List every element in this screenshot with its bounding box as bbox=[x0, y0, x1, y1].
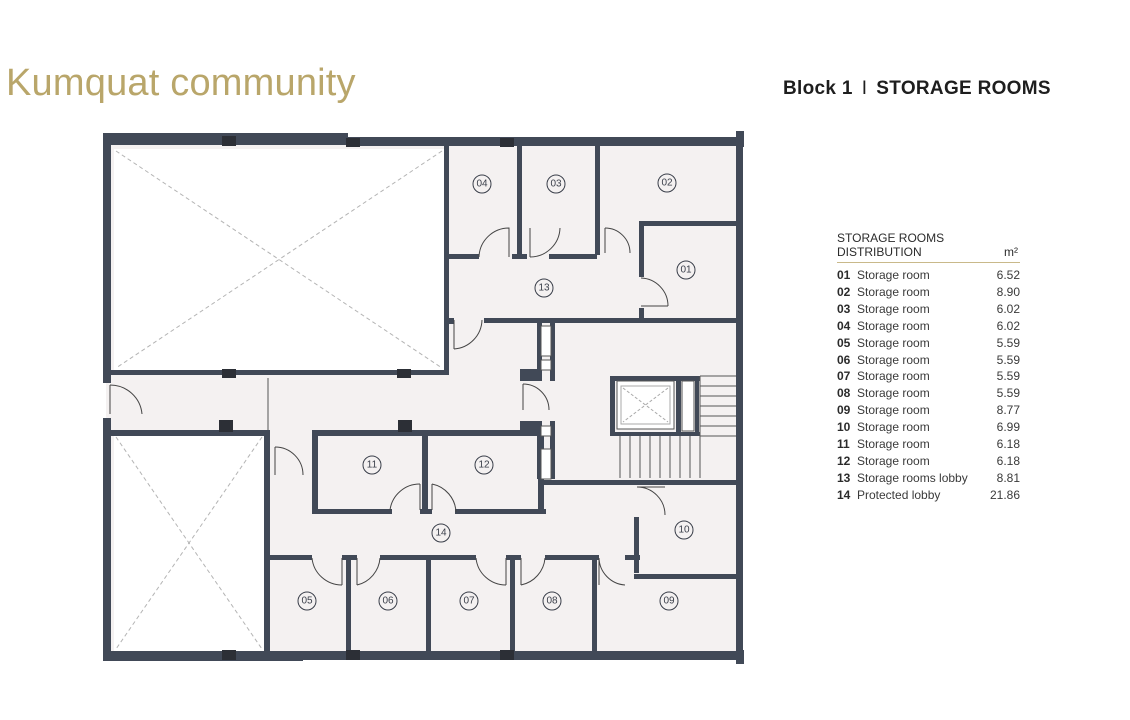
room-label-05: 05 bbox=[301, 596, 313, 607]
stairs bbox=[619, 375, 736, 478]
thin-lines bbox=[267, 325, 695, 480]
row-area: 5.59 bbox=[996, 352, 1020, 367]
legend-heading: STORAGE ROOMS DISTRIBUTION bbox=[837, 231, 944, 259]
row-name: Storage room bbox=[857, 386, 930, 401]
row-number: 06 bbox=[837, 352, 851, 367]
legend-row: 02 Storage room 8.90 bbox=[837, 284, 1020, 301]
row-area: 21.86 bbox=[989, 487, 1020, 502]
row-number: 07 bbox=[837, 369, 851, 384]
legend-row: 03 Storage room 6.02 bbox=[837, 301, 1020, 318]
row-area: 5.59 bbox=[996, 335, 1020, 350]
row-area: 5.59 bbox=[996, 369, 1020, 384]
walls bbox=[103, 131, 744, 664]
title-separator: I bbox=[861, 78, 868, 99]
row-number: 04 bbox=[837, 318, 851, 333]
row-number: 12 bbox=[837, 453, 851, 468]
project-title: Kumquat community bbox=[6, 62, 356, 104]
row-number: 13 bbox=[837, 470, 851, 485]
room-label-02: 02 bbox=[661, 178, 673, 189]
row-area: 6.52 bbox=[996, 268, 1020, 282]
row-name: Storage room bbox=[857, 453, 930, 468]
room-label-14: 14 bbox=[435, 528, 447, 539]
row-area: 8.90 bbox=[996, 284, 1020, 299]
room-label-11: 11 bbox=[367, 460, 378, 471]
room-label-04: 04 bbox=[476, 179, 488, 190]
legend-header: STORAGE ROOMS DISTRIBUTION m² bbox=[837, 231, 1020, 263]
row-area: 8.81 bbox=[996, 470, 1020, 485]
row-number: 02 bbox=[837, 284, 851, 299]
legend-row: 07 Storage room 5.59 bbox=[837, 368, 1020, 385]
room-label-09: 09 bbox=[663, 596, 675, 607]
room-label-06: 06 bbox=[382, 596, 394, 607]
row-number: 11 bbox=[837, 437, 850, 452]
legend-row: 05 Storage room 5.59 bbox=[837, 335, 1020, 352]
row-area: 6.02 bbox=[996, 318, 1020, 333]
row-number: 14 bbox=[837, 487, 851, 502]
row-area: 8.77 bbox=[996, 403, 1020, 418]
legend-row: 06 Storage room 5.59 bbox=[837, 352, 1020, 369]
row-name: Storage room bbox=[857, 268, 930, 282]
row-name: Storage room bbox=[857, 403, 930, 418]
row-name: Storage rooms lobby bbox=[857, 470, 968, 485]
room-label-07: 07 bbox=[463, 596, 475, 607]
room-label-12: 12 bbox=[478, 460, 490, 471]
row-area: 5.59 bbox=[996, 386, 1020, 401]
block-label: Block 1 bbox=[783, 78, 853, 99]
legend-heading-line1: STORAGE ROOMS bbox=[837, 231, 945, 245]
row-name: Storage room bbox=[857, 352, 930, 367]
section-label: STORAGE ROOMS bbox=[876, 78, 1051, 99]
row-area: 6.99 bbox=[996, 420, 1020, 435]
row-area: 6.02 bbox=[996, 301, 1020, 316]
legend-row: 14 Protected lobby 21.86 bbox=[837, 487, 1020, 504]
row-name: Storage room bbox=[857, 369, 930, 384]
room-label-01: 01 bbox=[680, 265, 692, 276]
room-label-03: 03 bbox=[550, 179, 562, 190]
legend-row: 10 Storage room 6.99 bbox=[837, 419, 1020, 436]
row-name: Storage room bbox=[857, 301, 930, 316]
legend-row: 09 Storage room 8.77 bbox=[837, 402, 1020, 419]
row-name: Storage room bbox=[857, 318, 930, 333]
row-number: 01 bbox=[837, 268, 851, 282]
legend-row: 04 Storage room 6.02 bbox=[837, 318, 1020, 335]
void-lower bbox=[114, 435, 264, 651]
row-number: 08 bbox=[837, 386, 851, 401]
room-label-10: 10 bbox=[678, 525, 690, 536]
row-number: 05 bbox=[837, 335, 851, 350]
row-area: 6.18 bbox=[996, 453, 1020, 468]
row-name: Storage room bbox=[857, 437, 930, 452]
void-upper bbox=[114, 149, 444, 370]
row-area: 6.18 bbox=[996, 437, 1020, 452]
row-name: Protected lobby bbox=[857, 487, 941, 502]
row-name: Storage room bbox=[857, 284, 930, 299]
doors bbox=[109, 227, 669, 586]
legend-heading-line2: DISTRIBUTION bbox=[837, 245, 922, 259]
legend-row: 08 Storage room 5.59 bbox=[837, 385, 1020, 402]
block-section-title: Block 1 I STORAGE ROOMS bbox=[783, 78, 1051, 100]
row-number: 09 bbox=[837, 403, 851, 418]
legend-row: 13 Storage rooms lobby 8.81 bbox=[837, 470, 1020, 487]
row-name: Storage room bbox=[857, 420, 930, 435]
room-label-08: 08 bbox=[546, 596, 558, 607]
legend-unit: m² bbox=[1004, 245, 1018, 259]
room-label-13: 13 bbox=[538, 283, 550, 294]
row-number: 10 bbox=[837, 420, 851, 435]
row-number: 03 bbox=[837, 301, 851, 316]
row-name: Storage room bbox=[857, 335, 930, 350]
legend-row: 12 Storage room 6.18 bbox=[837, 453, 1020, 470]
legend-row: 11 Storage room 6.18 bbox=[837, 436, 1020, 453]
legend-row: 01 Storage room 6.52 bbox=[837, 267, 1020, 284]
room-labels bbox=[297, 173, 696, 611]
